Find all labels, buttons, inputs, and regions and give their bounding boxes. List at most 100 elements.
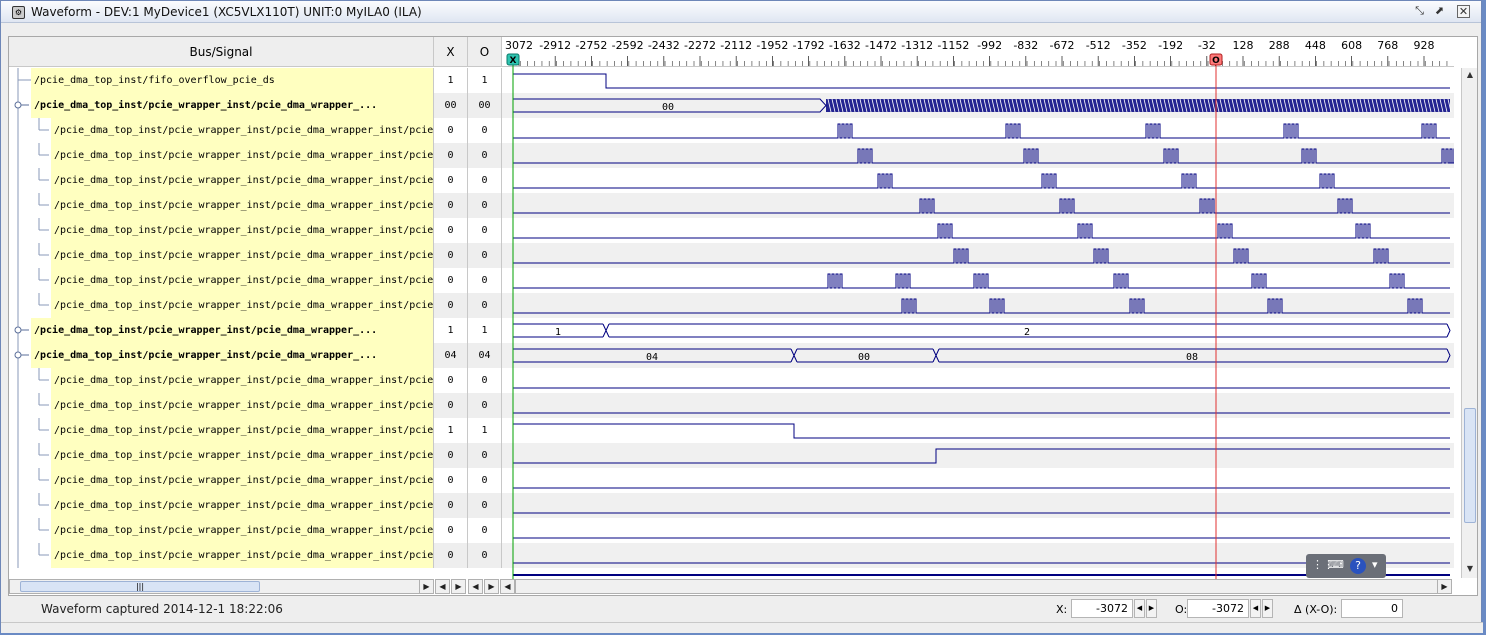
signal-name-cell[interactable]: /pcie_dma_top_inst/pcie_wrapper_inst/pci… bbox=[9, 268, 434, 293]
bus-hatch-line bbox=[1243, 98, 1248, 113]
signal-name-cell[interactable]: /pcie_dma_top_inst/pcie_wrapper_inst/pci… bbox=[9, 393, 434, 418]
bus-hatch-line bbox=[1227, 98, 1232, 113]
signal-row[interactable]: /pcie_dma_top_inst/pcie_wrapper_inst/pci… bbox=[9, 243, 502, 268]
signal-name-cell[interactable]: /pcie_dma_top_inst/pcie_wrapper_inst/pci… bbox=[9, 468, 434, 493]
o-decrement-icon[interactable]: ◀ bbox=[1250, 599, 1261, 618]
signal-row[interactable]: /pcie_dma_top_inst/pcie_wrapper_inst/pci… bbox=[9, 543, 502, 568]
signal-name-cell[interactable]: /pcie_dma_top_inst/pcie_wrapper_inst/pci… bbox=[9, 343, 434, 368]
ruler-tick-label: 928 bbox=[1413, 39, 1435, 52]
x-increment-icon[interactable]: ▶ bbox=[1146, 599, 1157, 618]
signal-row[interactable]: /pcie_dma_top_inst/pcie_wrapper_inst/pci… bbox=[9, 493, 502, 518]
o-scroll-left-icon[interactable]: ◀ bbox=[468, 579, 483, 594]
signal-name-cell[interactable]: /pcie_dma_top_inst/pcie_wrapper_inst/pci… bbox=[9, 518, 434, 543]
signal-name-cell[interactable]: /pcie_dma_top_inst/pcie_wrapper_inst/pci… bbox=[9, 293, 434, 318]
signal-row[interactable]: /pcie_dma_top_inst/pcie_wrapper_inst/pci… bbox=[9, 393, 502, 418]
ruler-tick-label: -2432 bbox=[647, 39, 680, 52]
bus-row[interactable]: /pcie_dma_top_inst/pcie_wrapper_inst/pci… bbox=[9, 93, 502, 118]
signal-waveform bbox=[513, 148, 1454, 164]
bus-hatch-line bbox=[1175, 98, 1180, 113]
signal-row[interactable]: /pcie_dma_top_inst/pcie_wrapper_inst/pci… bbox=[9, 218, 502, 243]
signal-name-cell[interactable]: /pcie_dma_top_inst/pcie_wrapper_inst/pci… bbox=[9, 193, 434, 218]
bus-hatch-line bbox=[1403, 98, 1408, 113]
signal-name-cell[interactable]: /pcie_dma_top_inst/pcie_wrapper_inst/pci… bbox=[9, 543, 434, 568]
signal-row[interactable]: /pcie_dma_top_inst/pcie_wrapper_inst/pci… bbox=[9, 118, 502, 143]
keyboard-icon[interactable]: ⌨ bbox=[1328, 558, 1344, 571]
vertical-scrollbar[interactable]: ▲ ▼ bbox=[1461, 68, 1477, 578]
signal-label: /pcie_dma_top_inst/pcie_wrapper_inst/pci… bbox=[51, 168, 433, 193]
signal-row[interactable]: /pcie_dma_top_inst/pcie_wrapper_inst/pci… bbox=[9, 443, 502, 468]
x-cursor-field[interactable]: -3072 bbox=[1071, 599, 1133, 618]
signal-name-cell[interactable]: /pcie_dma_top_inst/pcie_wrapper_inst/pci… bbox=[9, 168, 434, 193]
close-icon[interactable]: ✕ bbox=[1457, 5, 1470, 18]
signal-row[interactable]: /pcie_dma_top_inst/fifo_overflow_pcie_ds… bbox=[9, 68, 502, 93]
signal-name-cell[interactable]: /pcie_dma_top_inst/pcie_wrapper_inst/pci… bbox=[9, 143, 434, 168]
waveform-display[interactable]: 3072-2912-2752-2592-2432-2272-2112-1952-… bbox=[502, 37, 1454, 582]
signal-hscrollbar[interactable]: ||| bbox=[9, 579, 433, 594]
x-scroll-left-icon[interactable]: ◀ bbox=[435, 579, 450, 594]
bus-row[interactable]: /pcie_dma_top_inst/pcie_wrapper_inst/pci… bbox=[9, 318, 502, 343]
signal-row[interactable]: /pcie_dma_top_inst/pcie_wrapper_inst/pci… bbox=[9, 193, 502, 218]
bus-signal-header[interactable]: Bus/Signal bbox=[9, 37, 434, 67]
signal-row[interactable]: /pcie_dma_top_inst/pcie_wrapper_inst/pci… bbox=[9, 168, 502, 193]
grip-icon[interactable]: ⋮⋮ bbox=[1312, 558, 1334, 571]
time-ruler[interactable]: 3072-2912-2752-2592-2432-2272-2112-1952-… bbox=[502, 37, 1454, 67]
ruler-tick-label: 3072 bbox=[505, 39, 533, 52]
vertical-scroll-thumb[interactable] bbox=[1464, 408, 1476, 523]
bus-row[interactable]: /pcie_dma_top_inst/pcie_wrapper_inst/pci… bbox=[9, 343, 502, 368]
o-increment-icon[interactable]: ▶ bbox=[1262, 599, 1273, 618]
x-decrement-icon[interactable]: ◀ bbox=[1134, 599, 1145, 618]
signal-name-cell[interactable]: /pcie_dma_top_inst/pcie_wrapper_inst/pci… bbox=[9, 418, 434, 443]
wave-scroll-right-icon[interactable]: ▶ bbox=[1437, 579, 1452, 594]
signal-row[interactable]: /pcie_dma_top_inst/pcie_wrapper_inst/pci… bbox=[9, 418, 502, 443]
bus-hatch-line bbox=[1007, 98, 1012, 113]
scroll-up-icon[interactable]: ▲ bbox=[1466, 70, 1474, 79]
bus-hatch-line bbox=[1303, 98, 1308, 113]
bus-hatch-line bbox=[887, 98, 892, 113]
maximize-icon[interactable]: ⬈ bbox=[1434, 4, 1445, 17]
signal-row[interactable]: /pcie_dma_top_inst/pcie_wrapper_inst/pci… bbox=[9, 518, 502, 543]
toolbar-menu-icon[interactable]: ▾ bbox=[1372, 558, 1378, 571]
signal-name-cell[interactable]: /pcie_dma_top_inst/fifo_overflow_pcie_ds bbox=[9, 68, 434, 93]
waveform-hscrollbar[interactable] bbox=[515, 579, 1451, 594]
x-column-header[interactable]: X bbox=[434, 37, 468, 67]
bus-transition bbox=[602, 323, 610, 338]
signal-row[interactable]: /pcie_dma_top_inst/pcie_wrapper_inst/pci… bbox=[9, 293, 502, 318]
wave-scroll-left-icon[interactable]: ◀ bbox=[500, 579, 515, 594]
o-cursor-field[interactable]: -3072 bbox=[1187, 599, 1249, 618]
signal-name-cell[interactable]: /pcie_dma_top_inst/pcie_wrapper_inst/pci… bbox=[9, 368, 434, 393]
bus-hatch-line bbox=[1087, 98, 1092, 113]
scroll-right-icon[interactable]: ▶ bbox=[419, 579, 434, 594]
floating-toolbar[interactable]: ⋮⋮ ⌨ ? ▾ bbox=[1306, 554, 1386, 578]
ruler-tick-label: -1152 bbox=[937, 39, 970, 52]
signal-name-cell[interactable]: /pcie_dma_top_inst/pcie_wrapper_inst/pci… bbox=[9, 218, 434, 243]
signal-row[interactable]: /pcie_dma_top_inst/pcie_wrapper_inst/pci… bbox=[9, 268, 502, 293]
signal-name-cell[interactable]: /pcie_dma_top_inst/pcie_wrapper_inst/pci… bbox=[9, 493, 434, 518]
window-bottom-edge bbox=[1, 622, 1483, 633]
signal-row[interactable]: /pcie_dma_top_inst/pcie_wrapper_inst/pci… bbox=[9, 368, 502, 393]
ruler-tick-label: 128 bbox=[1232, 39, 1254, 52]
tree-expand-icon[interactable] bbox=[13, 343, 49, 368]
bus-hatch-line bbox=[1003, 98, 1008, 113]
signal-name-cell[interactable]: /pcie_dma_top_inst/pcie_wrapper_inst/pci… bbox=[9, 443, 434, 468]
signal-name-cell[interactable]: /pcie_dma_top_inst/pcie_wrapper_inst/pci… bbox=[9, 118, 434, 143]
signal-row[interactable]: /pcie_dma_top_inst/pcie_wrapper_inst/pci… bbox=[9, 143, 502, 168]
o-column-header[interactable]: O bbox=[468, 37, 502, 67]
bus-hatch-line bbox=[1255, 98, 1260, 113]
x-scroll-right-icon[interactable]: ▶ bbox=[451, 579, 466, 594]
signal-hscroll-thumb[interactable]: ||| bbox=[20, 581, 260, 592]
signal-name-cell[interactable]: /pcie_dma_top_inst/pcie_wrapper_inst/pci… bbox=[9, 93, 434, 118]
minimize-icon[interactable]: ⤡ bbox=[1415, 4, 1424, 17]
bus-hatch-line bbox=[1343, 98, 1348, 113]
o-scroll-right-icon[interactable]: ▶ bbox=[484, 579, 499, 594]
x-cursor-marker bbox=[506, 53, 520, 66]
bus-hatch-line bbox=[1307, 98, 1312, 113]
tree-expand-icon[interactable] bbox=[13, 93, 49, 118]
signal-name-cell[interactable]: /pcie_dma_top_inst/pcie_wrapper_inst/pci… bbox=[9, 243, 434, 268]
signal-row[interactable]: /pcie_dma_top_inst/pcie_wrapper_inst/pci… bbox=[9, 468, 502, 493]
signal-waveform bbox=[513, 248, 1450, 264]
signal-name-cell[interactable]: /pcie_dma_top_inst/pcie_wrapper_inst/pci… bbox=[9, 318, 434, 343]
tree-expand-icon[interactable] bbox=[13, 318, 49, 343]
help-icon[interactable]: ? bbox=[1350, 558, 1366, 574]
scroll-down-icon[interactable]: ▼ bbox=[1466, 564, 1474, 573]
